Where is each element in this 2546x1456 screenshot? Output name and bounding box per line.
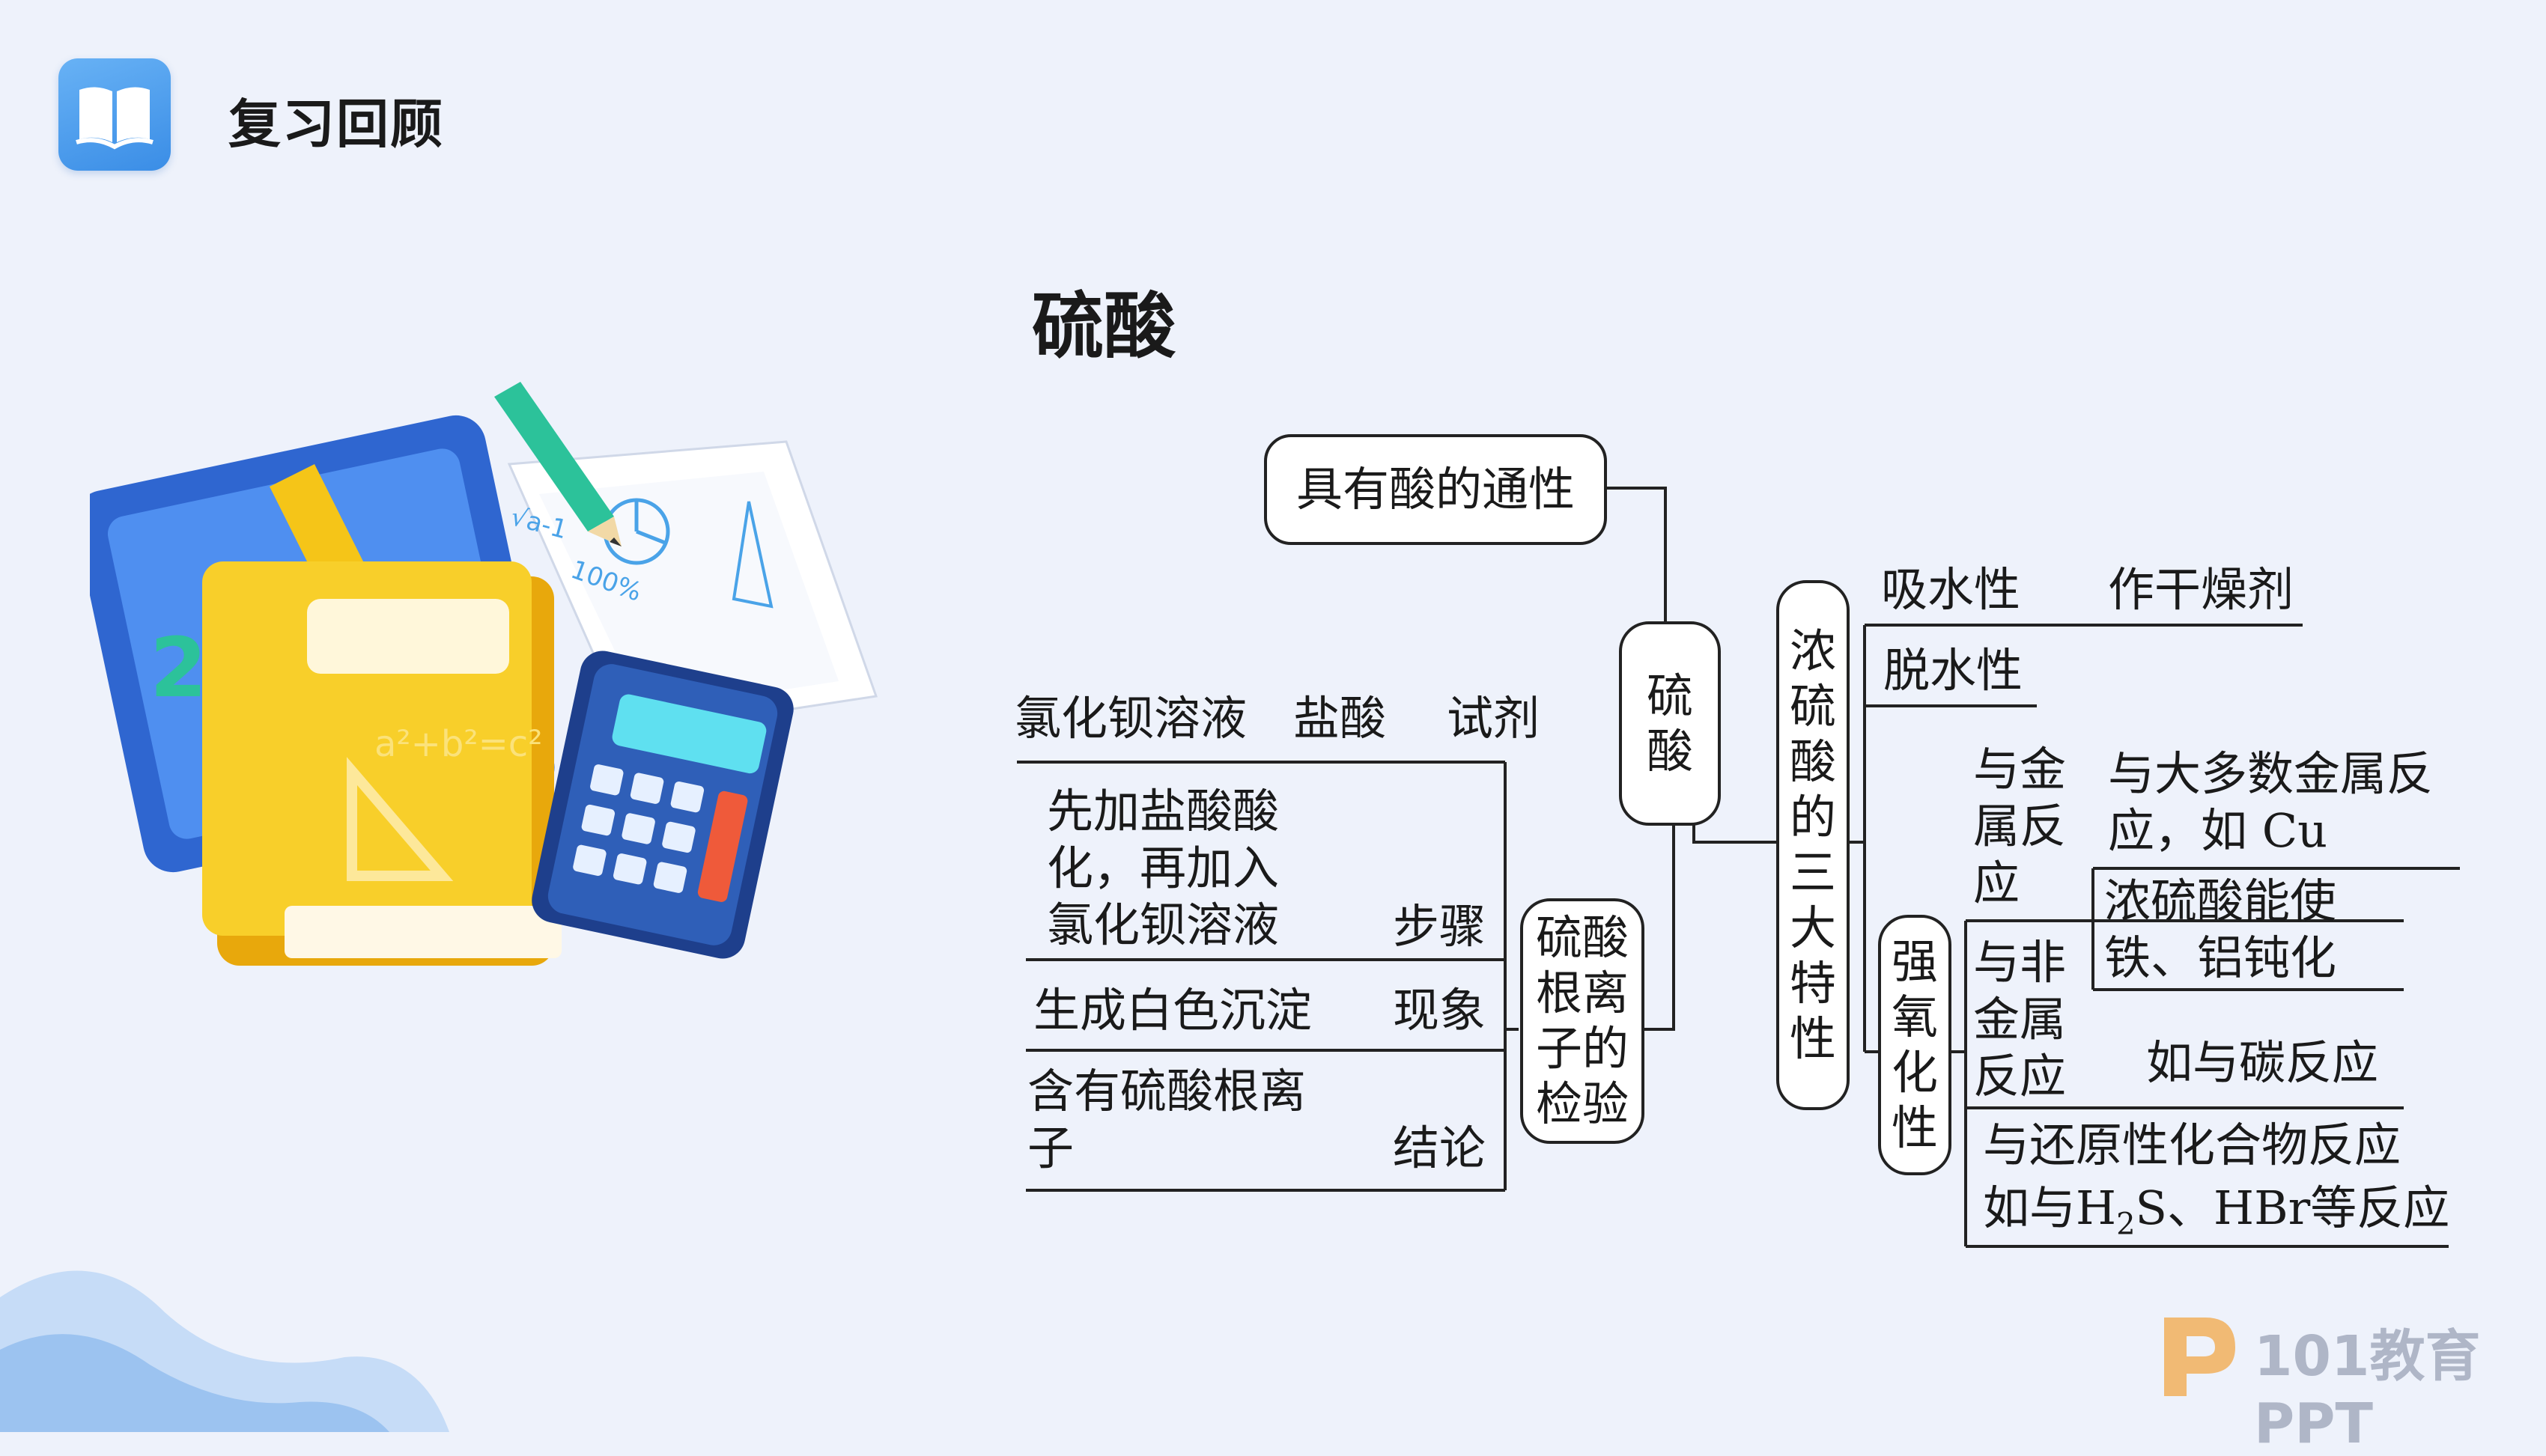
three-properties-node: 浓硫酸的三大特性 xyxy=(1776,580,1850,1110)
metal-reaction-label: 与金属反应 xyxy=(1973,742,2067,910)
metal-reaction-item-2: 浓硫酸能使铁、铝钝化 xyxy=(2104,874,2337,985)
three-properties-label: 浓硫酸的三大特性 xyxy=(1789,624,1836,1066)
math-books-illustration: 100% √a-1 2 a²+b²=c² xyxy=(90,382,878,966)
phenomenon-tag: 现象 xyxy=(1393,983,1486,1038)
water-absorb-label: 吸水性 xyxy=(1881,562,2021,617)
metal-reaction-item-1: 与大多数金属反应，如 Cu xyxy=(2108,746,2434,858)
general-properties-box: 具有酸的通性 xyxy=(1264,434,1607,545)
brand-logo-text: 101教育PPT xyxy=(2254,1324,2481,1456)
nonmetal-reaction-item: 如与碳反应 xyxy=(2146,1035,2379,1090)
steps-text: 先加盐酸酸化，再加入氯化钡溶液 xyxy=(1047,784,1280,952)
general-properties-label: 具有酸的通性 xyxy=(1295,462,1575,517)
conclusion-tag: 结论 xyxy=(1393,1121,1486,1175)
dehydrate-label: 脱水性 xyxy=(1883,643,2023,698)
sulfuric-acid-node: 硫酸 xyxy=(1619,621,1721,826)
reducing-compound-line2: 如与H2S、HBr等反应 xyxy=(1983,1181,2450,1242)
header-title: 复习回顾 xyxy=(228,94,444,155)
reducing-compound-line1: 与还原性化合物反应 xyxy=(1983,1118,2401,1172)
strong-oxidizing-label: 强氧化性 xyxy=(1891,934,1938,1155)
sulfuric-acid-label: 硫酸 xyxy=(1646,668,1693,779)
reagent-tag: 试剂 xyxy=(1447,691,1540,746)
phenomenon-text: 生成白色沉淀 xyxy=(1033,983,1313,1038)
steps-tag: 步骤 xyxy=(1393,899,1486,954)
wave-decoration xyxy=(0,1270,449,1432)
nonmetal-reaction-label: 与非金属反应 xyxy=(1973,935,2067,1103)
page-title: 硫酸 xyxy=(1032,284,1176,368)
conclusion-text: 含有硫酸根离子 xyxy=(1027,1064,1307,1175)
reagent-items: 氯化钡溶液 盐酸 xyxy=(1015,691,1387,746)
svg-text:a²+b²=c²: a²+b²=c² xyxy=(374,723,542,765)
sulfate-test-node: 硫酸根离子的检验 xyxy=(1520,898,1644,1144)
brand-logo: 101教育PPT xyxy=(2149,1303,2509,1456)
sulfate-test-label: 硫酸根离子的检验 xyxy=(1535,910,1629,1131)
brand-logo-icon xyxy=(2164,1318,2235,1396)
svg-text:2: 2 xyxy=(150,620,207,716)
open-book-icon xyxy=(58,58,171,171)
water-absorb-use: 作干燥剂 xyxy=(2108,562,2294,617)
strong-oxidizing-node: 强氧化性 xyxy=(1878,915,1951,1175)
